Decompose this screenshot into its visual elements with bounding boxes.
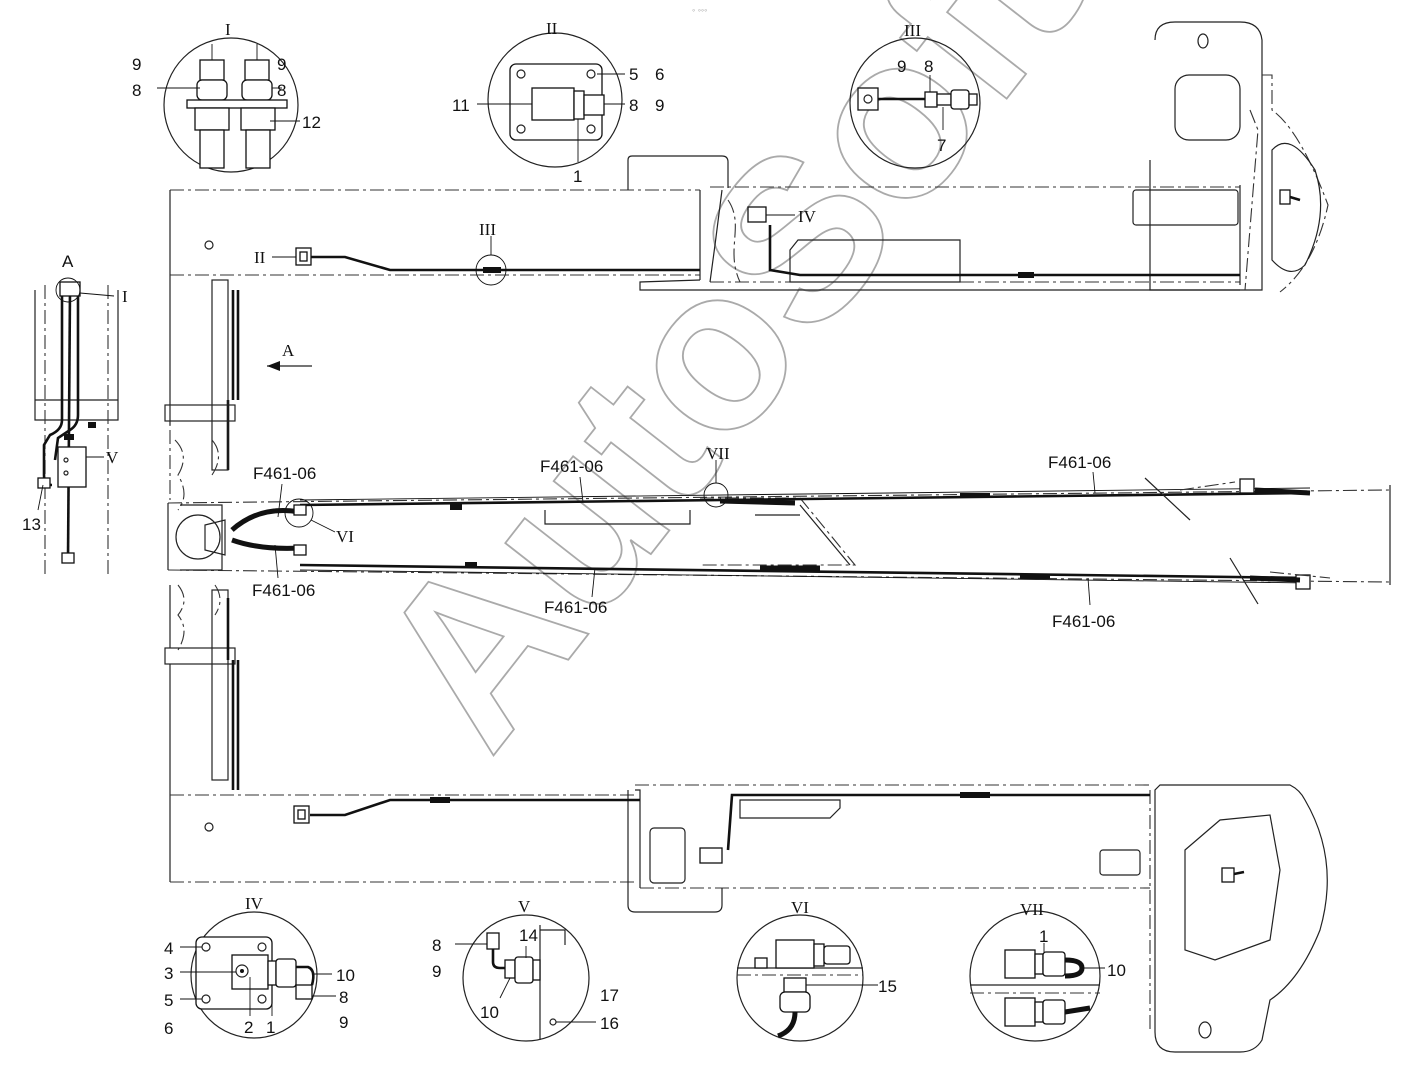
view-A-arrow-label: A (282, 341, 295, 360)
label-III-on-boom: III (479, 220, 496, 239)
detail-V-part-8: 8 (432, 936, 441, 955)
detail-III-part-9: 9 (897, 57, 906, 76)
detail-I: I 9 8 9 8 12 (132, 20, 321, 173)
detail-II-part-5: 5 (629, 65, 638, 84)
left-link-upper: A (164, 279, 312, 511)
detail-IV-part-8: 8 (339, 988, 348, 1007)
top-mark: ◦ ◦◦◦ (692, 5, 707, 15)
detail-IV: IV 4 3 5 6 2 1 10 8 9 (164, 894, 355, 1039)
detail-V-part-10: 10 (480, 1003, 499, 1022)
detail-I-part-9-right: 9 (277, 55, 286, 74)
detail-II: II 11 5 6 8 9 1 (452, 19, 664, 186)
view-A: A I V 13 (22, 252, 128, 578)
detail-I-part-8-right: 8 (277, 81, 286, 100)
detail-I-part-8-left: 8 (132, 81, 141, 100)
view-A-part-13: 13 (22, 515, 41, 534)
detail-V-part-16: 16 (600, 1014, 619, 1033)
detail-III-part-8: 8 (924, 57, 933, 76)
hose-code-right-bottom: F461-06 (1052, 612, 1115, 631)
detail-VII-title: VII (1020, 900, 1044, 919)
detail-III-part-7: 7 (937, 136, 946, 155)
detail-IV-part-1: 1 (266, 1018, 275, 1037)
detail-IV-title: IV (245, 894, 264, 913)
detail-II-part-1: 1 (573, 167, 582, 186)
detail-V: V 8 9 14 10 17 16 (432, 897, 619, 1042)
detail-V-part-9: 9 (432, 962, 441, 981)
label-VII-on-boom: VII (706, 444, 730, 463)
watermark: AutoSoft (325, 0, 1127, 791)
detail-VI-title: VI (791, 898, 809, 917)
detail-VI: VI 15 (736, 898, 897, 1042)
hose-code-left-top: F461-06 (253, 464, 316, 483)
detail-VII-part-10: 10 (1107, 961, 1126, 980)
detail-IV-part-2: 2 (244, 1018, 253, 1037)
view-A-letter: A (62, 252, 74, 271)
hose-code-mid-bottom: F461-06 (544, 598, 607, 617)
upper-boom: II III IV (169, 21, 1329, 425)
detail-IV-part-5: 5 (164, 991, 173, 1010)
detail-IV-part-10: 10 (336, 966, 355, 985)
detail-VII: VII 1 10 (969, 900, 1126, 1042)
view-A-label-I: I (122, 287, 128, 306)
detail-V-part-17: 17 (600, 986, 619, 1005)
hose-code-right-top: F461-06 (1048, 453, 1111, 472)
detail-III: III 9 8 7 (849, 21, 981, 169)
detail-III-title: III (904, 21, 921, 40)
middle-boom: VI VII F461-06 F461-06 F461-06 F461-06 F… (167, 444, 1391, 631)
detail-I-part-9-left: 9 (132, 55, 141, 74)
detail-II-part-9: 9 (655, 96, 664, 115)
left-link-lower (164, 584, 240, 790)
label-VI-on-boom: VI (336, 527, 354, 546)
detail-VI-part-15: 15 (878, 977, 897, 996)
detail-IV-part-4: 4 (164, 939, 173, 958)
detail-I-title: I (225, 20, 231, 39)
detail-IV-part-6: 6 (164, 1019, 173, 1038)
detail-IV-part-9: 9 (339, 1013, 348, 1032)
detail-II-part-8: 8 (629, 96, 638, 115)
detail-II-part-11: 11 (452, 96, 470, 115)
label-IV-on-boom: IV (798, 207, 817, 226)
detail-VII-part-1: 1 (1039, 927, 1048, 946)
detail-I-part-12: 12 (302, 113, 321, 132)
hose-code-mid-top: F461-06 (540, 457, 603, 476)
detail-IV-part-3: 3 (164, 964, 173, 983)
detail-V-part-14: 14 (519, 926, 538, 945)
detail-II-title: II (546, 19, 558, 38)
detail-V-title: V (518, 897, 531, 916)
watermark-text: AutoSoft (326, 0, 1126, 790)
detail-II-part-6: 6 (655, 65, 664, 84)
lower-boom (169, 664, 1328, 1053)
hose-code-left-bottom: F461-06 (252, 581, 315, 600)
label-II-on-boom: II (254, 248, 266, 267)
view-A-label-V: V (106, 448, 119, 467)
